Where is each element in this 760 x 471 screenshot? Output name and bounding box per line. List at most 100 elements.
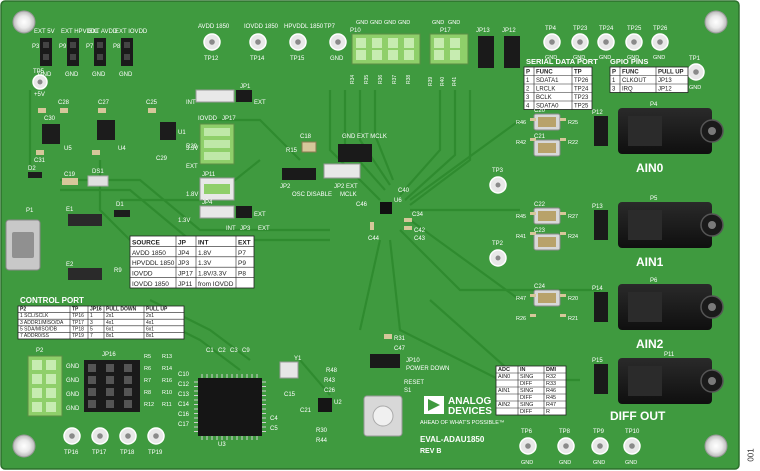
tr-tp-ref: TP26 [653, 26, 668, 32]
mounting-hole [12, 10, 36, 34]
source-cell: JP17 [178, 271, 193, 278]
lbl-c40: C40 [398, 188, 410, 194]
lbl-c3: C3 [230, 348, 238, 354]
cp-tp-tp19[interactable]: TP19 [147, 427, 165, 456]
jack-label: AIN1 [636, 255, 664, 269]
lbl-c1: C1 [206, 348, 214, 354]
mounting-hole [704, 10, 728, 34]
tp5-label: +5V [34, 92, 45, 98]
res-ref: R27 [568, 214, 578, 220]
jumper-mclk[interactable] [323, 163, 361, 179]
jumper-jp12[interactable] [504, 36, 520, 68]
input-header-ref: P13 [592, 204, 603, 210]
source-cell: HPVDDL 1850 [132, 260, 175, 267]
source-cell: IOVDD [132, 271, 153, 278]
header-p15[interactable] [594, 364, 608, 394]
res-ref: R45 [516, 214, 526, 220]
jumper-jp13[interactable] [478, 36, 494, 68]
cp-tp-tp16[interactable]: TP16 [63, 427, 81, 456]
control-cell: TP19 [72, 333, 84, 339]
tr-tp-ref: TP23 [573, 26, 588, 32]
supply-ref-label: P7 [86, 44, 94, 50]
source-header: EXT [238, 239, 251, 246]
adc-cell: AIN1 [498, 388, 510, 394]
diode-d1 [114, 210, 130, 217]
lbl-c13: C13 [178, 392, 190, 398]
cap-ref: C20 [534, 108, 546, 114]
lbl-p15: P15 [592, 358, 603, 364]
logo-line2: DEVICES [448, 406, 492, 417]
input-header[interactable] [594, 210, 608, 240]
cp-tp-tp17[interactable]: TP17 [91, 427, 109, 456]
lbl-jp4: JP4 [202, 200, 213, 206]
serial-cell: SDATA1 [536, 78, 559, 84]
chip-u6 [380, 202, 392, 214]
lbl-u5: U5 [64, 146, 72, 152]
jumper-jp4[interactable] [199, 205, 235, 219]
diff-out-section: P15 P11 DIFF OUT [592, 352, 724, 423]
lbl-tp2: TP2 [492, 241, 504, 247]
lbl-jp3: JP3 [240, 226, 251, 232]
serial-header: TP [574, 70, 582, 76]
lbl-c12: C12 [178, 382, 190, 388]
power-down-label: POWER DOWN [406, 366, 449, 372]
lbl-c18: C18 [300, 134, 312, 140]
input-header[interactable] [594, 292, 608, 322]
serial-cell: TP23 [574, 95, 589, 101]
serial-cell: SDATA0 [536, 104, 559, 110]
lbl-c44: C44 [368, 236, 380, 242]
supply-ref-label: P3 [32, 44, 40, 50]
adc-cell: AIN2 [498, 402, 510, 408]
res-ref: R46 [516, 120, 526, 126]
jumper-jp10[interactable] [370, 354, 400, 368]
lbl-p2: P2 [36, 348, 44, 354]
cp-tp-tp18[interactable]: TP18 [119, 427, 137, 456]
mounting-hole [704, 434, 728, 458]
cp-res-label: R13 [162, 354, 172, 360]
board-rev: REV B [420, 448, 441, 455]
jumper-jp2-ext[interactable] [338, 144, 372, 162]
cp-res-label: R14 [162, 366, 172, 372]
jumper-jp1[interactable] [195, 89, 235, 103]
control-header: P2 [20, 307, 26, 313]
board-name: EVAL-ADAU1850 [420, 435, 485, 444]
p10-res-label: R38 [406, 75, 412, 84]
iovdd-label: IOVDD [198, 116, 218, 122]
cp-res-label: R16 [162, 378, 172, 384]
tp5-test-point[interactable]: TP5 +5V [32, 69, 48, 98]
input-header[interactable] [594, 116, 608, 146]
lbl-r15: R15 [286, 148, 298, 154]
jack-label: AIN2 [636, 337, 664, 351]
res-ref: R42 [516, 140, 526, 146]
source-header: JP [178, 239, 187, 246]
lbl-c29: C29 [156, 156, 168, 162]
p10-res-label: R37 [392, 75, 398, 84]
top-jumper-label: JP13 [476, 28, 490, 34]
jumper-jp2[interactable] [282, 168, 316, 180]
cp-tp-label: TP18 [120, 450, 135, 456]
